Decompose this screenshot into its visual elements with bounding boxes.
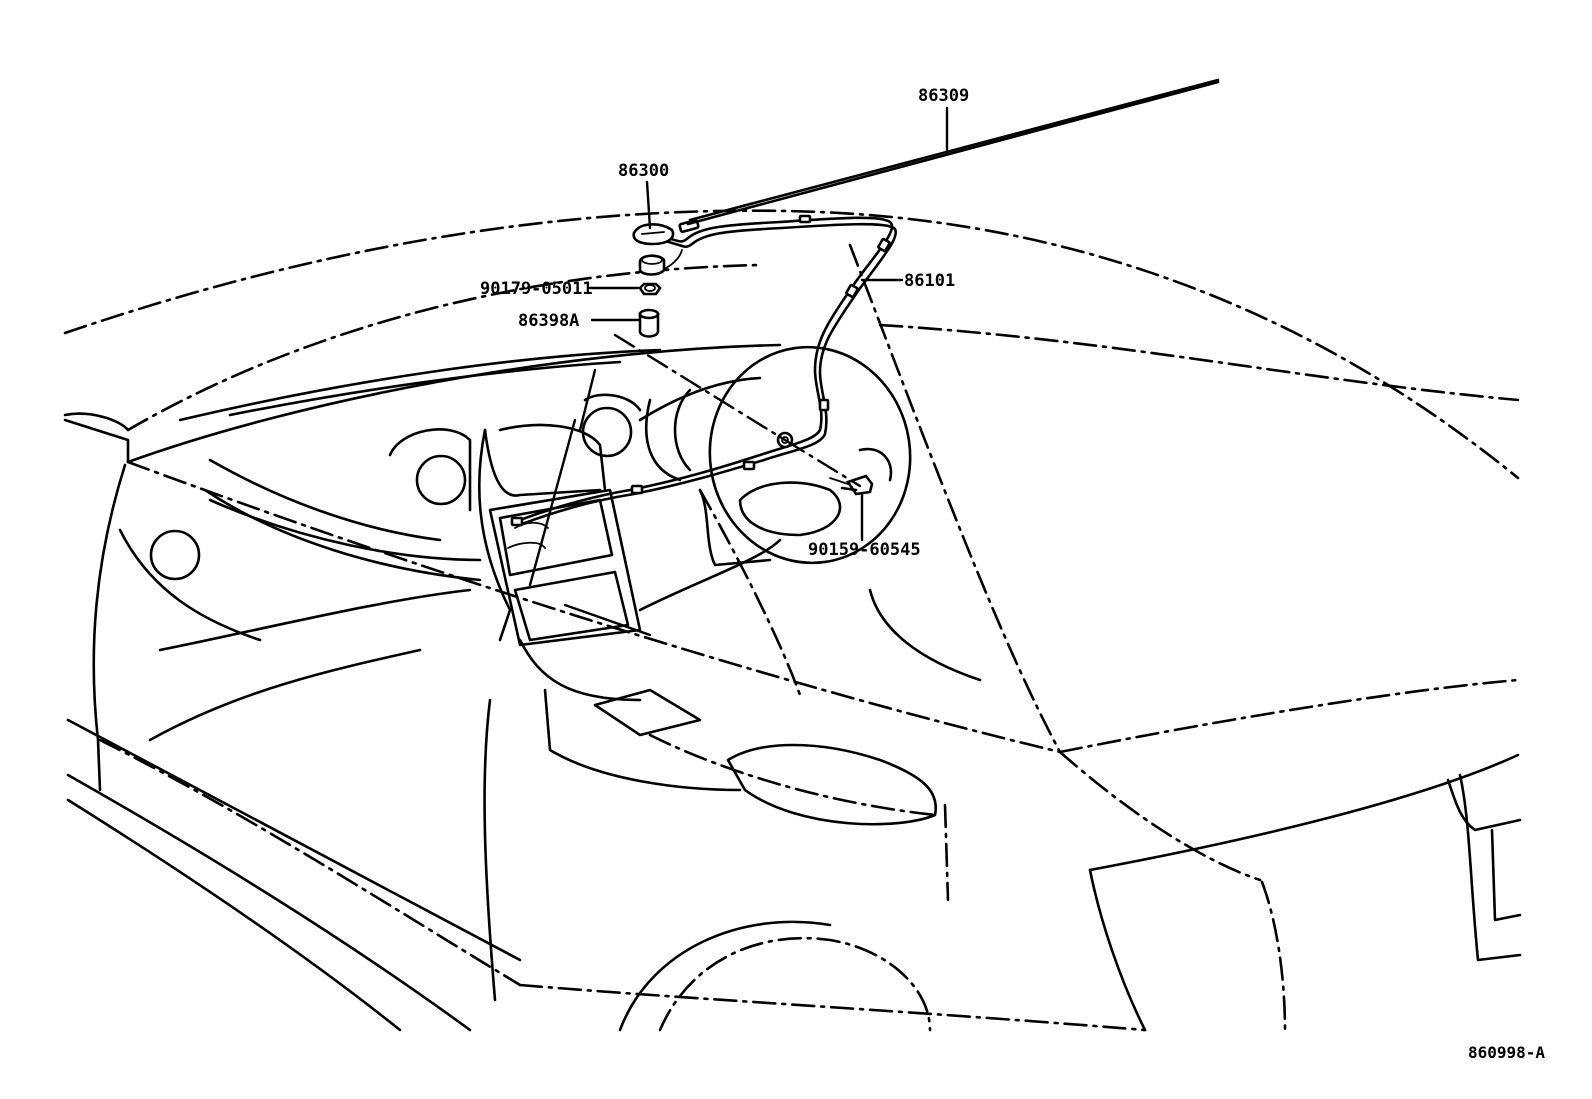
dashboard-outline	[118, 343, 982, 1002]
callout-86309: 86309	[918, 86, 969, 106]
pad-86398A	[638, 308, 660, 338]
callout-86398A: 86398A	[518, 311, 579, 331]
screw-90159-60545	[829, 474, 874, 496]
antenna-mast-86309	[686, 78, 1220, 226]
nut-90179-05011	[638, 282, 662, 296]
callout-86101: 86101	[904, 271, 955, 291]
antenna-cord	[510, 214, 897, 527]
leader-lines	[528, 106, 949, 637]
callout-90179-05011: 90179-05011	[480, 279, 593, 299]
vehicle-outline	[63, 209, 1522, 1032]
callout-labels: 86309 86300 90179-05011 86398A 86101 901…	[480, 86, 1545, 1062]
callout-86300: 86300	[618, 161, 669, 181]
steering-wheel	[644, 345, 912, 697]
callout-90159-60545: 90159-60545	[808, 540, 921, 560]
illustration-code: 860998-A	[1468, 1043, 1545, 1062]
antenna-base-86300	[632, 223, 675, 276]
